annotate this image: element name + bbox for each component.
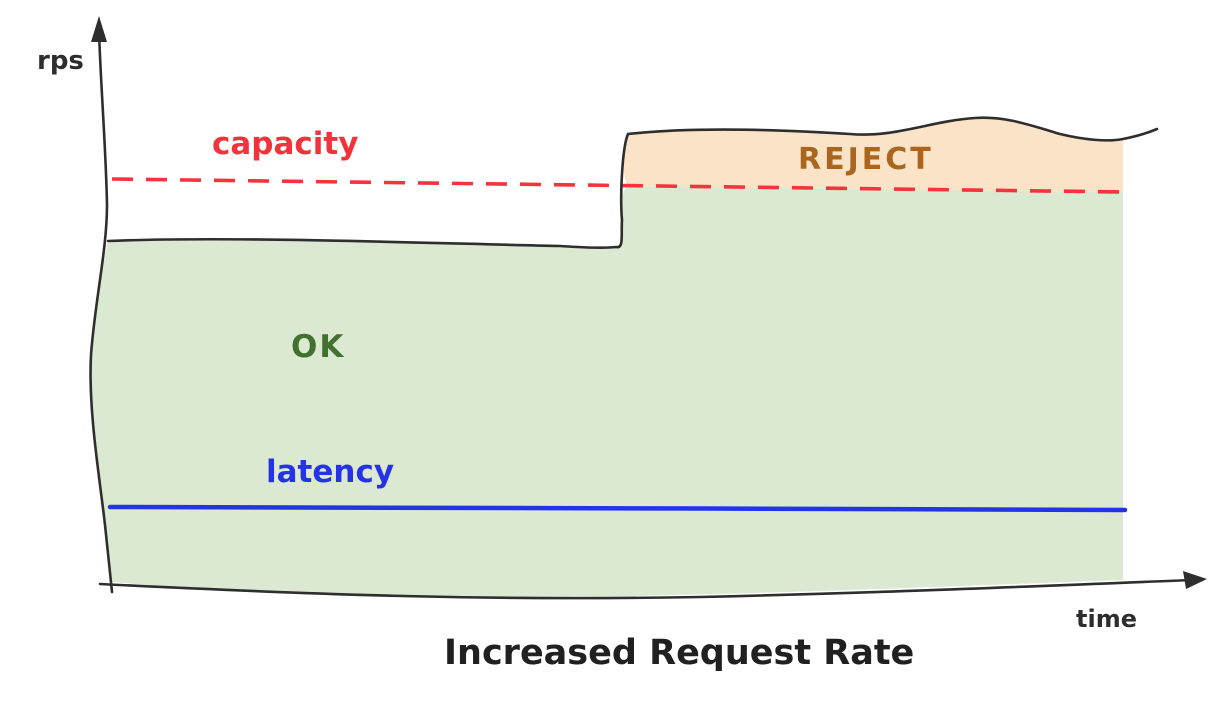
x-axis-label: time bbox=[1076, 605, 1137, 633]
latency-line bbox=[107, 504, 1128, 513]
latency-label: latency bbox=[266, 454, 395, 490]
ok-region bbox=[90, 186, 1123, 598]
y-axis-arrowhead bbox=[91, 16, 107, 42]
reject-region bbox=[623, 117, 1123, 192]
reject-label: REJECT bbox=[798, 142, 934, 177]
diagram-title: Increased Request Rate bbox=[444, 633, 915, 673]
y-axis-line bbox=[89, 30, 114, 594]
x-axis-arrowhead bbox=[1183, 571, 1207, 589]
y-axis-label: rps bbox=[37, 46, 84, 76]
ok-label: OK bbox=[291, 329, 346, 365]
capacity-label: capacity bbox=[212, 126, 359, 162]
request-rate-curve bbox=[106, 116, 1159, 249]
x-axis-line bbox=[98, 578, 1194, 600]
